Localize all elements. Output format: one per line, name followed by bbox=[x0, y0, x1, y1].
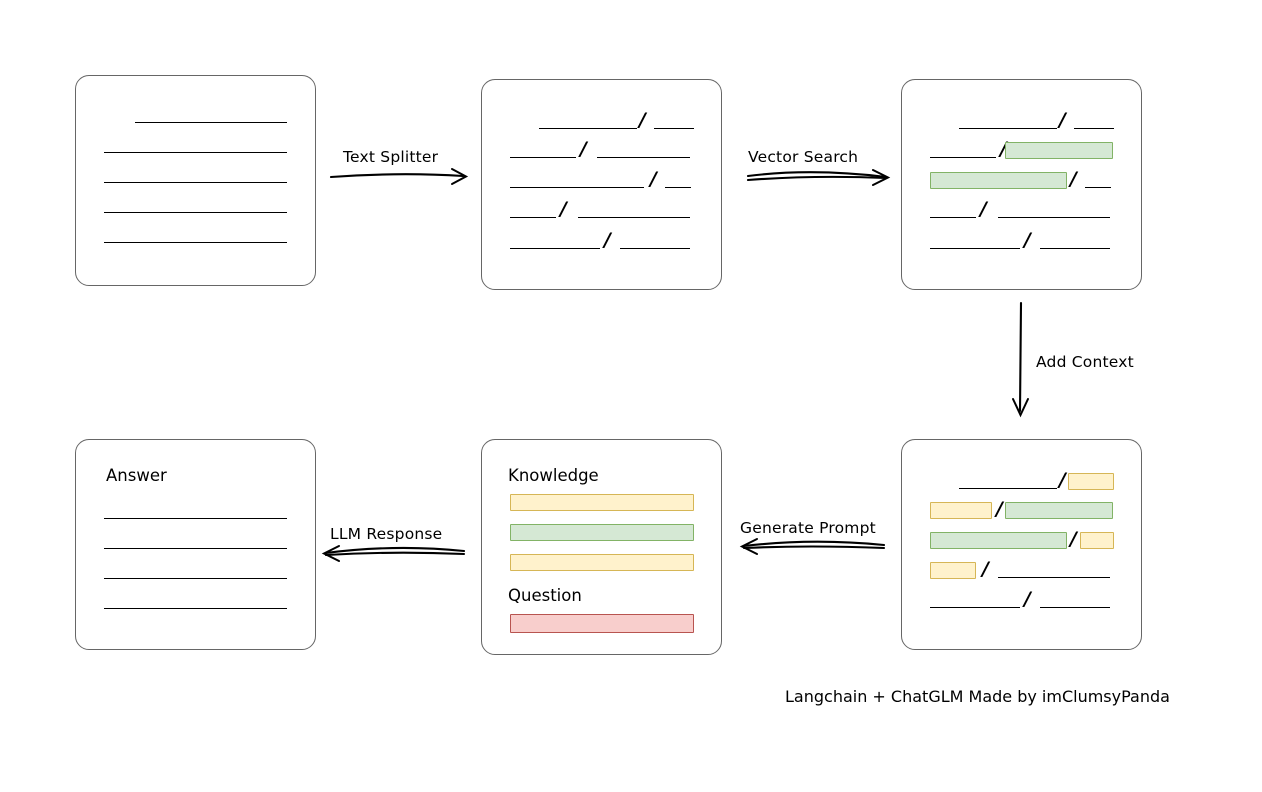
answer-line-0-0 bbox=[104, 518, 287, 519]
answer-line-1-0 bbox=[104, 548, 287, 549]
prompt-bar-3 bbox=[510, 614, 694, 633]
split-chunks-line-0-0 bbox=[539, 128, 637, 129]
answer-line-3-0 bbox=[104, 608, 287, 609]
prompt-bar-2 bbox=[510, 554, 694, 571]
context-chunks-chip-1-0 bbox=[930, 502, 992, 519]
split-chunks-box[interactable] bbox=[481, 79, 722, 290]
split-chunks-line-4-0 bbox=[510, 248, 600, 249]
retrieved-chunks-line-0-0 bbox=[959, 128, 1057, 129]
context-chunks-slash-2-1: / bbox=[1070, 528, 1077, 550]
source-document-line-3-0 bbox=[104, 212, 287, 213]
retrieved-chunks-chip-2-0 bbox=[930, 172, 1067, 189]
prompt-bar-1 bbox=[510, 524, 694, 541]
split-chunks-slash-2-1: / bbox=[650, 168, 657, 190]
prompt-section-label-0: Knowledge bbox=[508, 466, 599, 485]
context-chunks-chip-2-2 bbox=[1080, 532, 1114, 549]
source-document-line-4-0 bbox=[104, 242, 287, 243]
footer-credit: Langchain + ChatGLM Made by imClumsyPand… bbox=[785, 687, 1170, 706]
edge-label-text-splitter: Text Splitter bbox=[343, 148, 439, 166]
retrieved-chunks-line-3-0 bbox=[930, 217, 976, 218]
context-chunks-line-3-2 bbox=[998, 577, 1110, 578]
split-chunks-slash-1-1: / bbox=[580, 138, 587, 160]
split-chunks-line-2-2 bbox=[665, 187, 691, 188]
edge-label-vector-search: Vector Search bbox=[748, 148, 859, 166]
retrieved-chunks-line-0-2 bbox=[1074, 128, 1114, 129]
prompt-bar-0 bbox=[510, 494, 694, 511]
edge-label-add-context: Add Context bbox=[1036, 353, 1134, 371]
split-chunks-line-1-0 bbox=[510, 157, 576, 158]
split-chunks-slash-4-1: / bbox=[604, 229, 611, 251]
retrieved-chunks-slash-4-1: / bbox=[1024, 229, 1031, 251]
source-document-box[interactable] bbox=[75, 75, 316, 286]
split-chunks-line-1-2 bbox=[597, 157, 690, 158]
context-chunks-slash-0-1: / bbox=[1059, 469, 1066, 491]
context-chunks-chip-3-0 bbox=[930, 562, 976, 579]
retrieved-chunks-slash-3-1: / bbox=[980, 198, 987, 220]
edge-label-llm-response: LLM Response bbox=[330, 525, 443, 543]
arrow-vector-search bbox=[746, 169, 891, 186]
retrieved-chunks-slash-0-1: / bbox=[1059, 109, 1066, 131]
retrieved-chunks-line-4-0 bbox=[930, 248, 1020, 249]
split-chunks-line-4-2 bbox=[620, 248, 690, 249]
context-chunks-chip-0-2 bbox=[1068, 473, 1114, 490]
answer-box[interactable] bbox=[75, 439, 316, 650]
split-chunks-line-3-0 bbox=[510, 217, 556, 218]
retrieved-chunks-slash-2-1: / bbox=[1070, 168, 1077, 190]
arrow-text-splitter bbox=[329, 168, 469, 185]
context-chunks-chip-1-2 bbox=[1005, 502, 1113, 519]
context-chunks-chip-2-0 bbox=[930, 532, 1067, 549]
answer-label: Answer bbox=[106, 466, 167, 485]
split-chunks-line-3-2 bbox=[578, 217, 690, 218]
answer-line-2-0 bbox=[104, 578, 287, 579]
split-chunks-line-2-0 bbox=[510, 187, 644, 188]
retrieved-chunks-line-3-2 bbox=[998, 217, 1110, 218]
retrieved-chunks-slash-1-1: / bbox=[1000, 138, 1007, 160]
context-chunks-slash-3-1: / bbox=[982, 558, 989, 580]
arrow-llm-response bbox=[321, 545, 466, 562]
retrieved-chunks-chip-1-2 bbox=[1005, 142, 1113, 159]
arrow-add-context bbox=[1012, 301, 1029, 418]
split-chunks-line-0-2 bbox=[654, 128, 694, 129]
arrow-generate-prompt bbox=[739, 538, 886, 555]
retrieved-chunks-line-4-2 bbox=[1040, 248, 1110, 249]
split-chunks-slash-0-1: / bbox=[639, 109, 646, 131]
context-chunks-slash-4-1: / bbox=[1024, 588, 1031, 610]
context-chunks-line-0-0 bbox=[959, 488, 1057, 489]
context-chunks-line-4-0 bbox=[930, 607, 1020, 608]
retrieved-chunks-line-2-2 bbox=[1085, 187, 1111, 188]
split-chunks-slash-3-1: / bbox=[560, 198, 567, 220]
source-document-line-1-0 bbox=[104, 152, 287, 153]
retrieved-chunks-line-1-0 bbox=[930, 157, 996, 158]
prompt-section-label-1: Question bbox=[508, 586, 582, 605]
source-document-line-2-0 bbox=[104, 182, 287, 183]
context-chunks-line-4-2 bbox=[1040, 607, 1110, 608]
edge-label-generate-prompt: Generate Prompt bbox=[740, 519, 876, 537]
context-chunks-slash-1-1: / bbox=[996, 498, 1003, 520]
source-document-line-0-0 bbox=[135, 122, 287, 123]
